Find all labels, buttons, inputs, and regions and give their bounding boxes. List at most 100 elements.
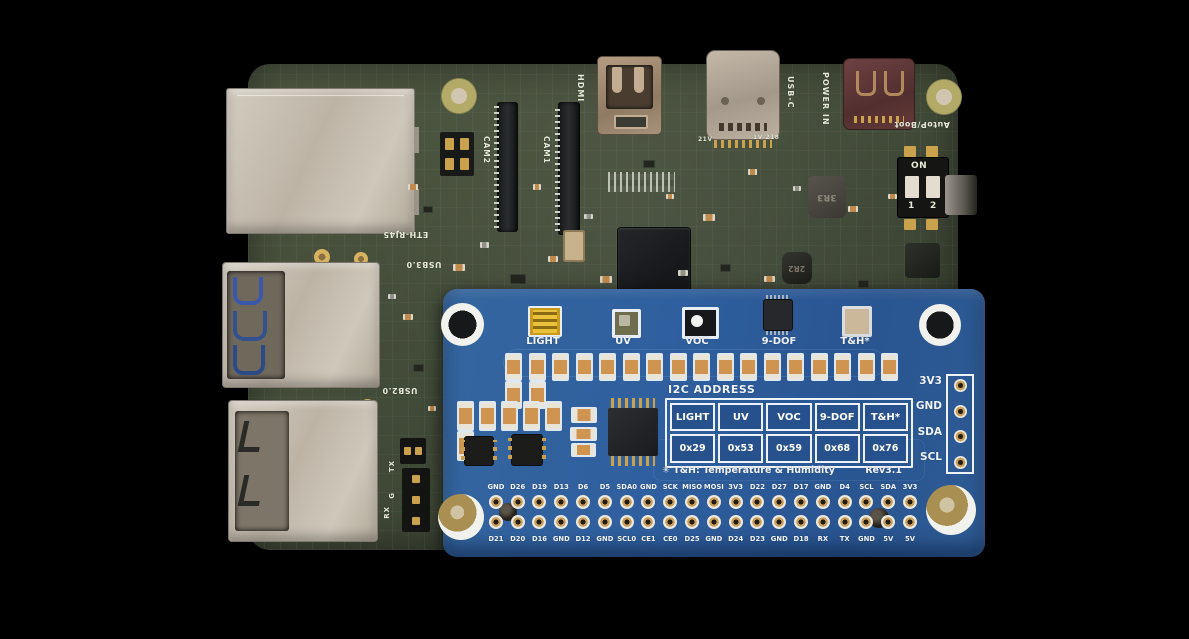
gpio-pin-hole xyxy=(572,495,594,509)
gpio-pin-label: GND xyxy=(552,535,570,543)
smd-resistor xyxy=(763,353,781,381)
gpio-pin-hole xyxy=(594,515,616,529)
smd-component xyxy=(403,314,413,320)
pin-hole xyxy=(953,404,967,418)
usb-a-spring xyxy=(634,67,644,93)
gpio-pin-hole xyxy=(659,515,681,529)
smd-component xyxy=(413,364,424,372)
smd-component xyxy=(748,169,757,175)
usb3-blue-contact xyxy=(233,311,267,341)
usb-c-pins xyxy=(719,123,767,131)
usb-c-screw xyxy=(757,97,765,105)
inductor-3r3: 3R3 xyxy=(808,176,846,218)
gpio-pin-label: D13 xyxy=(553,483,569,491)
smd-resistor xyxy=(834,353,851,381)
rx-label: RX xyxy=(383,506,391,519)
ref-label: 1V 218 xyxy=(753,134,780,141)
sot23-transistor xyxy=(508,435,546,465)
gpio-pin-label: D23 xyxy=(749,535,766,543)
autop-boot-label: AutoP/Boot xyxy=(894,120,950,129)
imu-pins xyxy=(766,331,790,335)
gpio-pin-label: GND xyxy=(596,535,614,543)
gpio-pin-hole xyxy=(703,495,725,509)
gpio-pin-label: D27 xyxy=(771,483,787,491)
smd-component xyxy=(666,194,674,199)
pin-hole xyxy=(953,379,967,392)
cam2-label: CAM2 xyxy=(482,136,491,164)
gpio-pin-hole xyxy=(638,495,660,509)
dip-on-label: ON xyxy=(911,161,928,171)
side-header xyxy=(946,374,974,474)
gpio-pin-label: D12 xyxy=(575,535,591,543)
gpio-pin-hole xyxy=(507,515,529,529)
power-inductor xyxy=(905,243,940,278)
mounting-hole xyxy=(441,78,477,114)
pin-hole xyxy=(953,455,967,469)
usb-a-slot xyxy=(614,115,648,129)
i2c-header-cell: T&H* xyxy=(862,403,908,431)
gpio-pin-hole xyxy=(529,515,551,529)
gpio-pin-hole xyxy=(790,515,812,529)
hdmi-label: HDMI xyxy=(576,74,585,103)
smd-component xyxy=(720,264,731,272)
ethernet-port xyxy=(226,88,419,234)
imu-9dof-sensor xyxy=(764,295,792,335)
gpio-pin-label: D24 xyxy=(728,535,744,543)
gpio-pin-label: SCK xyxy=(662,483,678,491)
smd-component xyxy=(584,214,593,219)
pin-label-scl: SCL xyxy=(920,450,942,463)
smd-component xyxy=(600,276,612,283)
solder-lug xyxy=(314,249,330,265)
soc-chip xyxy=(618,228,690,292)
smd-component xyxy=(703,214,715,221)
gpio-hole-row-2 xyxy=(485,515,921,529)
hat-mounting-hole xyxy=(438,494,484,540)
smd-component xyxy=(643,160,655,168)
i2c-address-cell: 0x59 xyxy=(766,434,812,463)
hat-mounting-hole xyxy=(926,485,976,535)
smd-resistor xyxy=(740,353,757,381)
smd-component xyxy=(548,256,558,262)
smd-resistor xyxy=(599,353,616,381)
pin-header-2x2 xyxy=(440,132,474,176)
gpio-hole-row-1 xyxy=(485,495,921,509)
smd-resistor xyxy=(501,401,518,431)
port-contact xyxy=(884,71,904,96)
gpio-pin-label: RX xyxy=(817,535,829,543)
gpio-pin-label: 5V xyxy=(883,535,894,543)
gpio-pin-hole xyxy=(856,515,878,529)
dip-switch-body: ON 1 2 xyxy=(898,158,948,217)
gpio-pin-hole xyxy=(899,515,921,529)
gpio-pin-hole xyxy=(703,515,725,529)
voc-sensor-label: VOC xyxy=(685,336,709,347)
usb3-label: USB3.0 xyxy=(406,260,442,269)
usb-a-spring xyxy=(612,67,622,93)
gpio-pin-label: GND xyxy=(705,535,723,543)
smd-component xyxy=(888,194,897,199)
gpio-pin-label: 3V3 xyxy=(728,483,744,491)
gpio-pin-label: D22 xyxy=(749,483,766,491)
gpio-pin-label: MOSI xyxy=(703,483,724,491)
light-sensor xyxy=(528,306,562,337)
smd-resistor xyxy=(545,401,562,431)
smd-resistor xyxy=(571,443,596,457)
usb2-opening xyxy=(235,411,289,531)
gpio-pin-hole xyxy=(550,515,572,529)
i2c-footnote: ✳ T&H: Temperature & Humidity xyxy=(662,465,835,476)
gpio-pin-hole xyxy=(616,515,638,529)
inductor-2r2: 2R2 xyxy=(782,252,812,284)
hat-mounting-hole xyxy=(441,303,484,346)
usb3-blue-contact xyxy=(233,277,263,305)
gpio-pin-hole xyxy=(834,495,856,509)
i2c-address-cell: 0x76 xyxy=(862,434,908,463)
dip-switch: ON 1 2 xyxy=(898,144,948,230)
smd-resistor xyxy=(457,401,474,431)
shield-tab xyxy=(414,189,419,215)
smd-resistor xyxy=(881,353,898,381)
gpio-pin-hole xyxy=(812,515,834,529)
smd-resistor xyxy=(505,353,522,381)
smd-component xyxy=(428,406,436,411)
